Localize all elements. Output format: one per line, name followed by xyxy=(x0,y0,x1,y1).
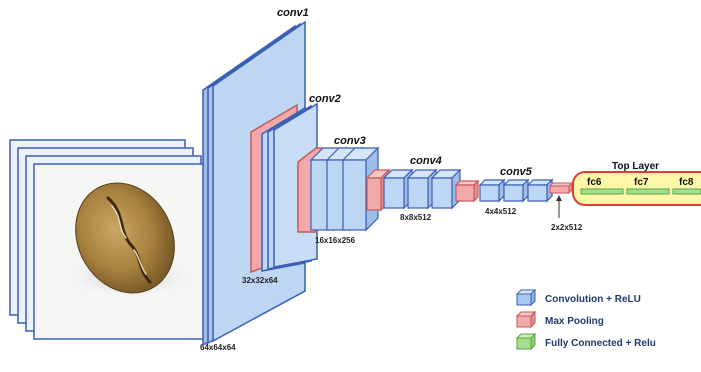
dim-label-conv3: 16x16x256 xyxy=(315,236,356,245)
legend-swatch-max-pooling xyxy=(517,312,535,327)
conv-cube xyxy=(480,180,504,201)
stage-label-conv1: conv1 xyxy=(277,7,309,19)
legend: Convolution + ReLU Max Pooling Fully Con… xyxy=(517,290,656,349)
legend-label-max-pooling: Max Pooling xyxy=(545,316,604,327)
dim-label-conv5: 4x4x512 xyxy=(485,207,517,216)
stage-label-conv5: conv5 xyxy=(500,166,533,178)
fc-label-fc7: fc7 xyxy=(634,177,649,188)
conv3-block xyxy=(298,148,378,232)
fc-layer xyxy=(581,189,623,194)
legend-item-max-pooling: Max Pooling xyxy=(517,312,604,327)
stage-label-top-layer: Top Layer xyxy=(612,161,659,172)
stage-label-conv2: conv2 xyxy=(309,93,341,105)
conv4-block xyxy=(367,170,460,210)
fc-layer xyxy=(627,189,669,194)
legend-label-fully-connected: Fully Connected + Relu xyxy=(545,338,656,349)
pool5-block xyxy=(550,183,572,193)
conv-cube xyxy=(504,180,528,201)
conv5-block xyxy=(456,180,552,201)
dim-label-conv4: 8x8x512 xyxy=(400,213,432,222)
pool5-arrow xyxy=(556,195,562,218)
conv-cube xyxy=(528,180,552,201)
fc-label-fc6: fc6 xyxy=(587,177,602,188)
dim-label-pool5: 2x2x512 xyxy=(551,223,583,232)
legend-item-convolution: Convolution + ReLU xyxy=(517,290,641,305)
legend-label-convolution: Convolution + ReLU xyxy=(545,294,641,305)
dim-label-conv2: 32x32x64 xyxy=(242,276,278,285)
legend-swatch-convolution xyxy=(517,290,535,305)
fc-label-fc8: fc8 xyxy=(679,177,694,188)
fc-layer xyxy=(673,189,701,194)
input-image-stack xyxy=(10,140,209,339)
pool-layer xyxy=(456,181,478,201)
legend-item-fully-connected: Fully Connected + Relu xyxy=(517,334,656,349)
stage-label-conv3: conv3 xyxy=(334,135,366,147)
stage-label-conv4: conv4 xyxy=(410,155,442,167)
legend-swatch-fully-connected xyxy=(517,334,535,349)
